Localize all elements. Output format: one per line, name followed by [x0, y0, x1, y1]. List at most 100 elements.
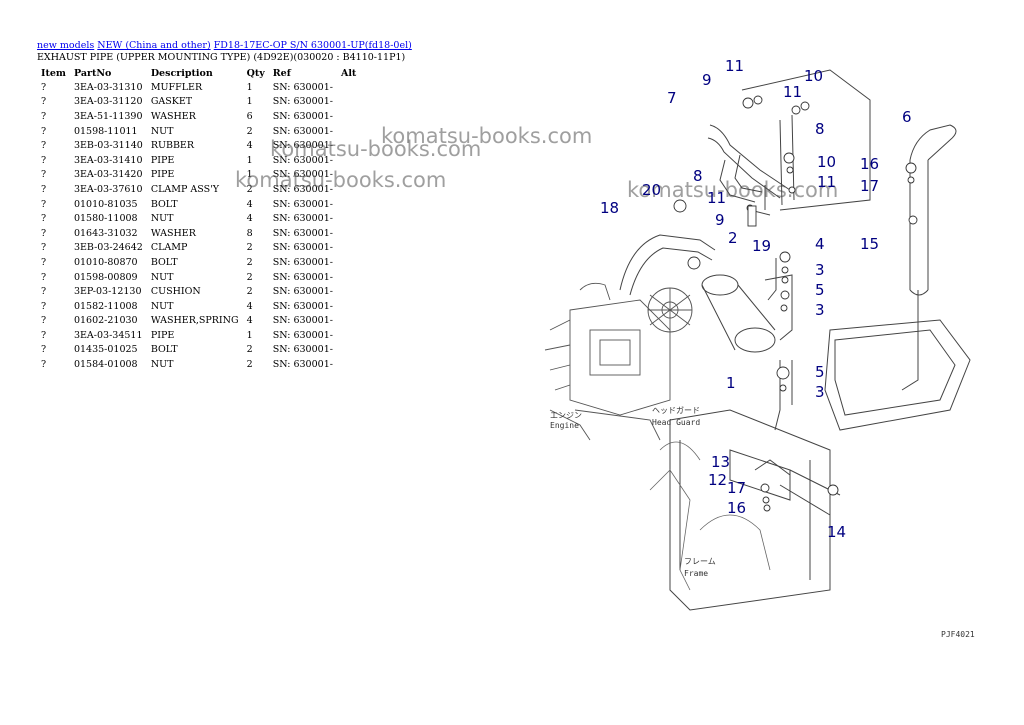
cell-alt [337, 328, 360, 343]
callout-3c: 3 [815, 383, 825, 401]
callout-11b: 11 [783, 83, 802, 101]
cell-alt [337, 343, 360, 358]
callout-12: 12 [708, 471, 727, 489]
cell-description: CLAMP ASS'Y [150, 183, 219, 195]
cell-qty: 4 [246, 300, 253, 312]
cell-qty: 1 [246, 154, 253, 166]
cell-item: ? [41, 359, 47, 371]
cell-alt [337, 226, 360, 241]
col-item: Item [41, 67, 66, 79]
cell-partno: 3EB-03-31140 [73, 140, 143, 152]
cell-item: ? [41, 271, 47, 283]
callout-8: 8 [815, 120, 825, 138]
cell-partno: 01435-01025 [73, 344, 138, 356]
breadcrumb-link-model[interactable]: FD18-17EC-OP S/N 630001-UP(fd18-0el) [213, 40, 412, 51]
cell-partno: 3EB-03-24642 [73, 242, 143, 254]
breadcrumb: new models NEW (China and other) FD18-17… [37, 40, 412, 51]
cell-description: NUT [150, 300, 174, 312]
cell-alt [337, 357, 360, 372]
cell-partno: 3EA-03-31420 [73, 169, 143, 181]
cell-description: BOLT [150, 256, 178, 268]
cell-qty: 2 [246, 242, 253, 254]
cell-item: ? [41, 344, 47, 356]
cell-alt [337, 255, 360, 270]
cell-item: ? [41, 198, 47, 210]
cell-ref: SN: 630001- [272, 344, 333, 356]
cell-ref: SN: 630001- [272, 271, 333, 283]
callout-13: 13 [711, 453, 730, 471]
engine-label-jp: エンジン [550, 411, 582, 420]
callout-16: 16 [860, 155, 879, 173]
callout-5b: 5 [815, 363, 825, 381]
cell-item: ? [41, 154, 47, 166]
callout-19: 19 [752, 237, 771, 255]
callout-1: 1 [726, 374, 736, 392]
cell-ref: SN: 630001- [272, 154, 333, 166]
cell-item: ? [41, 213, 47, 225]
cell-qty: 2 [246, 183, 253, 195]
cell-qty: 4 [246, 315, 253, 327]
col-qty: Qty [246, 67, 265, 79]
cell-description: NUT [150, 213, 174, 225]
callout-17: 17 [860, 177, 879, 195]
callout-8b: 8 [693, 167, 703, 185]
cell-description: MUFFLER [150, 81, 203, 93]
cell-qty: 1 [246, 169, 253, 181]
watermark: komatsu-books.com [270, 137, 482, 161]
breadcrumb-link-new-models[interactable]: new models [37, 40, 95, 51]
callout-14: 14 [827, 523, 846, 541]
cell-description: PIPE [150, 169, 175, 181]
cell-qty: 4 [246, 213, 253, 225]
cell-qty: 2 [246, 125, 253, 137]
callout-15: 15 [860, 235, 879, 253]
head-guard-label: Head Guard [652, 418, 700, 427]
cell-description: PIPE [150, 329, 175, 341]
cell-description: RUBBER [150, 140, 195, 152]
cell-qty: 2 [246, 344, 253, 356]
cell-item: ? [41, 256, 47, 268]
cell-ref: SN: 630001- [272, 300, 333, 312]
cell-item: ? [41, 96, 47, 108]
cell-qty: 2 [246, 271, 253, 283]
cell-partno: 3EA-03-37610 [73, 183, 143, 195]
cell-ref: SN: 630001- [272, 110, 333, 122]
cell-description: CLAMP [150, 242, 188, 254]
cell-item: ? [41, 286, 47, 298]
callout-10b: 10 [817, 153, 836, 171]
frame-label: Frame [684, 569, 708, 578]
cell-alt [337, 109, 360, 124]
cell-qty: 4 [246, 198, 253, 210]
breadcrumb-link-region[interactable]: NEW (China and other) [97, 40, 211, 51]
watermark: komatsu-books.com [235, 168, 447, 192]
cell-ref: SN: 630001- [272, 81, 333, 93]
cell-ref: SN: 630001- [272, 198, 333, 210]
watermark: komatsu-books.com [627, 178, 839, 202]
cell-qty: 6 [246, 110, 253, 122]
cell-ref: SN: 630001- [272, 359, 333, 371]
cell-partno: 01602-21030 [73, 315, 138, 327]
table-header-row: Item PartNo Description Qty Ref Alt [37, 66, 360, 80]
cell-qty: 2 [246, 286, 253, 298]
callout-7: 7 [667, 89, 677, 107]
cell-item: ? [41, 329, 47, 341]
callout-3: 3 [815, 261, 825, 279]
cell-alt [337, 314, 360, 329]
cell-alt [337, 80, 360, 95]
cell-description: NUT [150, 125, 174, 137]
figure-code: PJF4021 [941, 630, 975, 639]
cell-partno: 3EA-51-11390 [73, 110, 143, 122]
cell-qty: 1 [246, 81, 253, 93]
callout-9: 9 [702, 71, 712, 89]
cell-description: BOLT [150, 344, 178, 356]
cell-alt [337, 197, 360, 212]
cell-qty: 1 [246, 329, 253, 341]
